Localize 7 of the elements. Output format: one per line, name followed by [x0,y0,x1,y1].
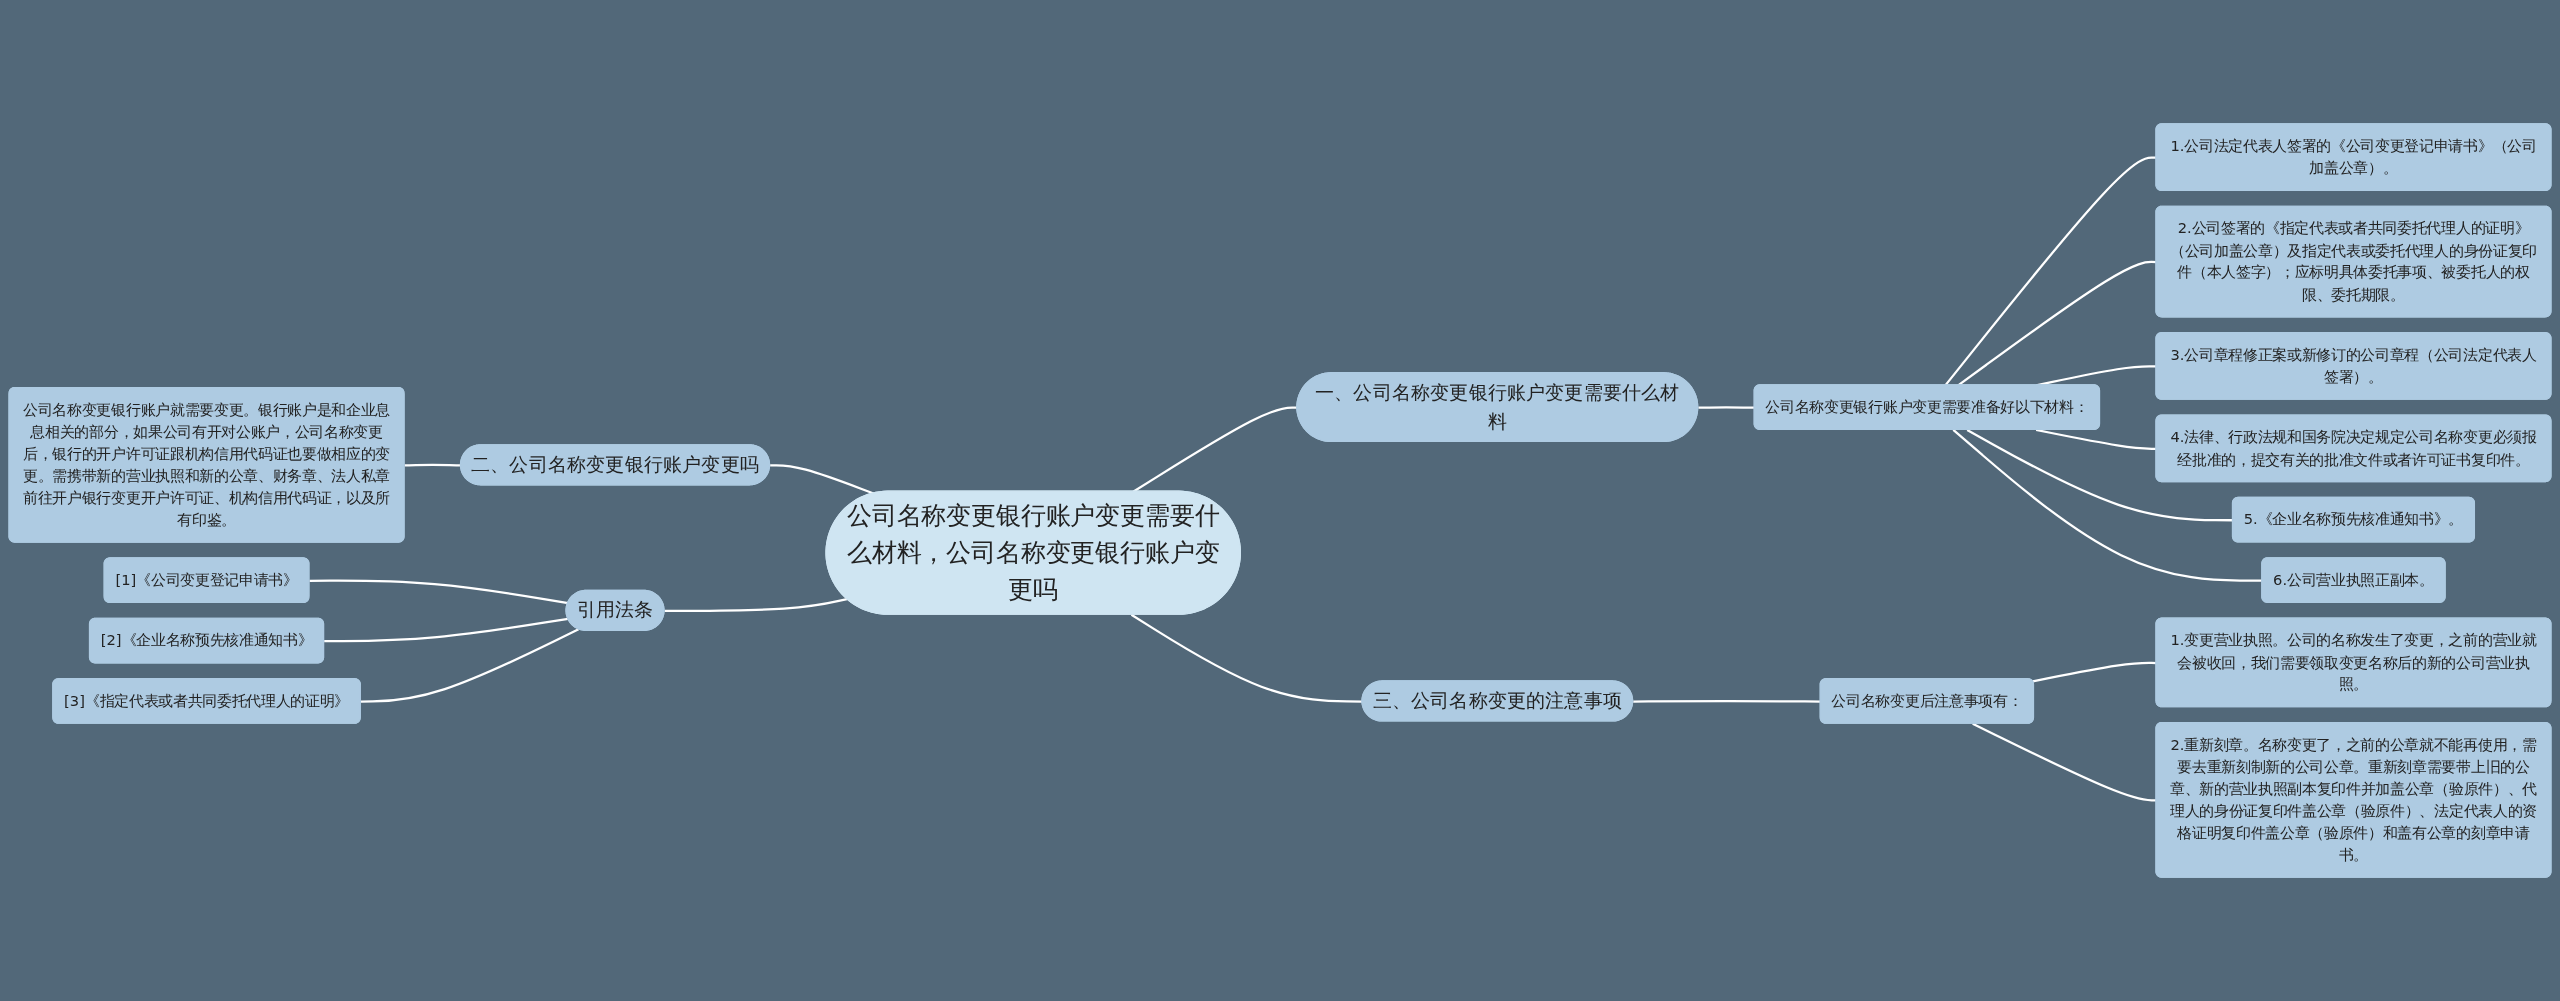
connector [664,597,848,613]
connector [770,464,875,495]
connector [1698,406,1755,409]
connector [360,628,580,703]
connector [1633,700,1821,703]
connector [324,617,569,643]
connector [309,579,569,605]
